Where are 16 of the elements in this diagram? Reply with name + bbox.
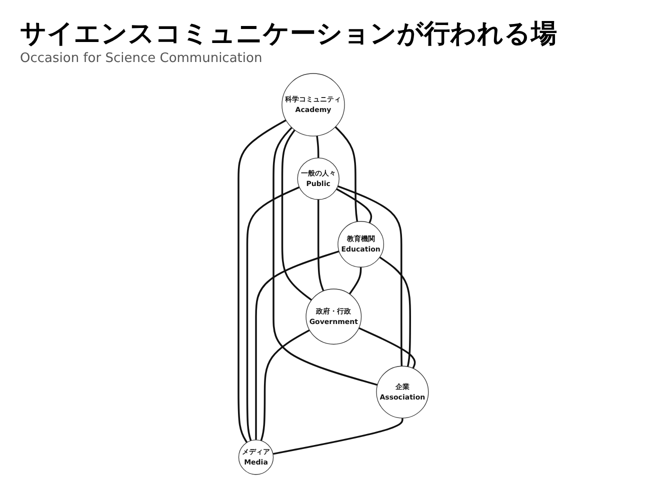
connector [272, 126, 378, 386]
connector [246, 186, 300, 441]
connector [317, 200, 324, 292]
connector [237, 119, 286, 443]
connector [378, 256, 411, 367]
connector [254, 250, 339, 440]
connector [336, 188, 372, 224]
connector [260, 329, 310, 441]
title: サイエンスコミュニケーションが行われる場 [20, 18, 558, 51]
subtitle: Occasion for Science Communication [20, 51, 264, 66]
connector [348, 267, 362, 295]
connector [272, 418, 403, 455]
connector [334, 126, 358, 222]
connector [358, 327, 416, 369]
connector [316, 136, 319, 158]
connector [280, 130, 312, 301]
